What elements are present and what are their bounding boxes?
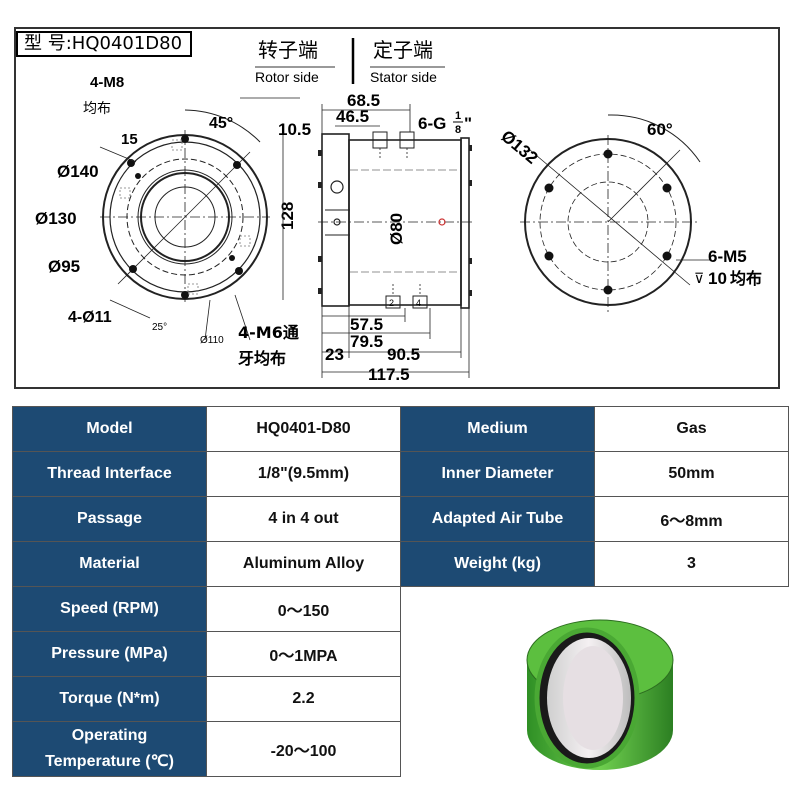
front-view (99, 97, 300, 341)
spec-label: Torque (N*m) (12, 676, 207, 722)
spec-value: 2.2 (206, 676, 401, 722)
spec-value: 6～8mm (594, 496, 789, 542)
table-row: Thread Interface 1/8"(9.5mm) Inner Diame… (12, 451, 789, 497)
side-thread-den: 8 (455, 124, 461, 136)
back-d132-label: Ø132 (497, 127, 541, 168)
rotor-en-label: Rotor side (255, 69, 319, 85)
back-m5-label: 6-M5 (708, 247, 747, 266)
side-port-2-label: 2 (389, 298, 394, 308)
side-view (318, 104, 475, 378)
side-57-5-label: 57.5 (350, 315, 383, 334)
side-port-4-label: 4 (416, 298, 421, 308)
spec-value: HQ0401-D80 (206, 406, 401, 452)
front-d140-label: Ø140 (57, 162, 99, 181)
spec-label: Material (12, 541, 207, 587)
technical-drawing: 转子端 Rotor side 定子端 Stator side (35, 38, 762, 384)
spec-label: Medium (400, 406, 595, 452)
back-depth-sym: ⊽ (694, 270, 704, 286)
front-d130-label: Ø130 (35, 209, 77, 228)
spec-value: 3 (594, 541, 789, 587)
spec-label: Passage (12, 496, 207, 542)
table-row: Material Aluminum Alloy Weight (kg) 3 (12, 541, 789, 587)
front-d11-label: 4-Ø11 (68, 309, 112, 326)
side-thread-label: 6-G (418, 114, 446, 133)
spec-value: Aluminum Alloy (206, 541, 401, 587)
side-79-5-label: 79.5 (350, 332, 383, 351)
side-10-5-label: 10.5 (278, 120, 311, 139)
table-row: Torque (N*m) 2.2 (12, 676, 789, 722)
spec-label: Thread Interface (12, 451, 207, 497)
back-angle-label: 60° (647, 120, 673, 139)
side-90-5-label: 90.5 (387, 345, 420, 364)
product-photo (526, 619, 674, 770)
table-row: Operating Temperature (℃) -20～100 (12, 721, 789, 777)
front-d110-label: Ø110 (200, 335, 224, 346)
front-height-label: 128 (278, 202, 297, 230)
back-even-label: 均布 (730, 269, 762, 288)
side-117-5-label: 117.5 (368, 365, 410, 384)
side-thread-tail: " (464, 114, 472, 133)
spec-label: Operating Temperature (℃) (12, 721, 207, 777)
back-depth-label: 10 (708, 269, 727, 288)
spec-value: -20～100 (206, 721, 401, 777)
spec-value: 1/8"(9.5mm) (206, 451, 401, 497)
side-23-label: 23 (325, 345, 344, 364)
table-row: Model HQ0401-D80 Medium Gas (12, 406, 789, 452)
spec-value: 0～1MPA (206, 631, 401, 677)
front-m6-label-b: 牙均布 (238, 349, 286, 368)
side-68-5-label: 68.5 (347, 91, 380, 110)
spec-value: 4 in 4 out (206, 496, 401, 542)
spec-label: Model (12, 406, 207, 452)
front-even-label: 均布 (83, 101, 111, 117)
side-thread-num: 1 (455, 110, 461, 122)
back-view (520, 114, 710, 312)
spec-value: 0～150 (206, 586, 401, 632)
front-m8-label: 4-M8 (90, 74, 124, 91)
spec-value: Gas (594, 406, 789, 452)
stator-cn-label: 定子端 (373, 38, 433, 62)
stator-en-label: Stator side (370, 69, 437, 85)
front-m6-label: 4-M6通 (238, 323, 299, 342)
spec-label: Adapted Air Tube (400, 496, 595, 542)
front-angle-small-label: 25° (152, 322, 167, 333)
side-46-5-label: 46.5 (336, 107, 369, 126)
spec-label-line: Temperature (℃) (45, 753, 174, 770)
front-depth-label: 15 (121, 131, 138, 148)
front-d95-label: Ø95 (48, 257, 80, 276)
front-angle-label: 45° (209, 115, 233, 132)
spec-label: Weight (kg) (400, 541, 595, 587)
table-row: Pressure (MPa) 0～1MPA (12, 631, 789, 677)
table-row: Passage 4 in 4 out Adapted Air Tube 6～8m… (12, 496, 789, 542)
spec-label-line: Operating (71, 727, 148, 744)
side-d80-label: Ø80 (387, 213, 406, 245)
model-label: 型 号:HQ0401D80 (16, 31, 192, 57)
spec-label: Inner Diameter (400, 451, 595, 497)
rotor-cn-label: 转子端 (258, 38, 318, 62)
spec-label: Pressure (MPa) (12, 631, 207, 677)
spec-value: 50mm (594, 451, 789, 497)
spec-label: Speed (RPM) (12, 586, 207, 632)
drawing-frame (14, 27, 780, 389)
